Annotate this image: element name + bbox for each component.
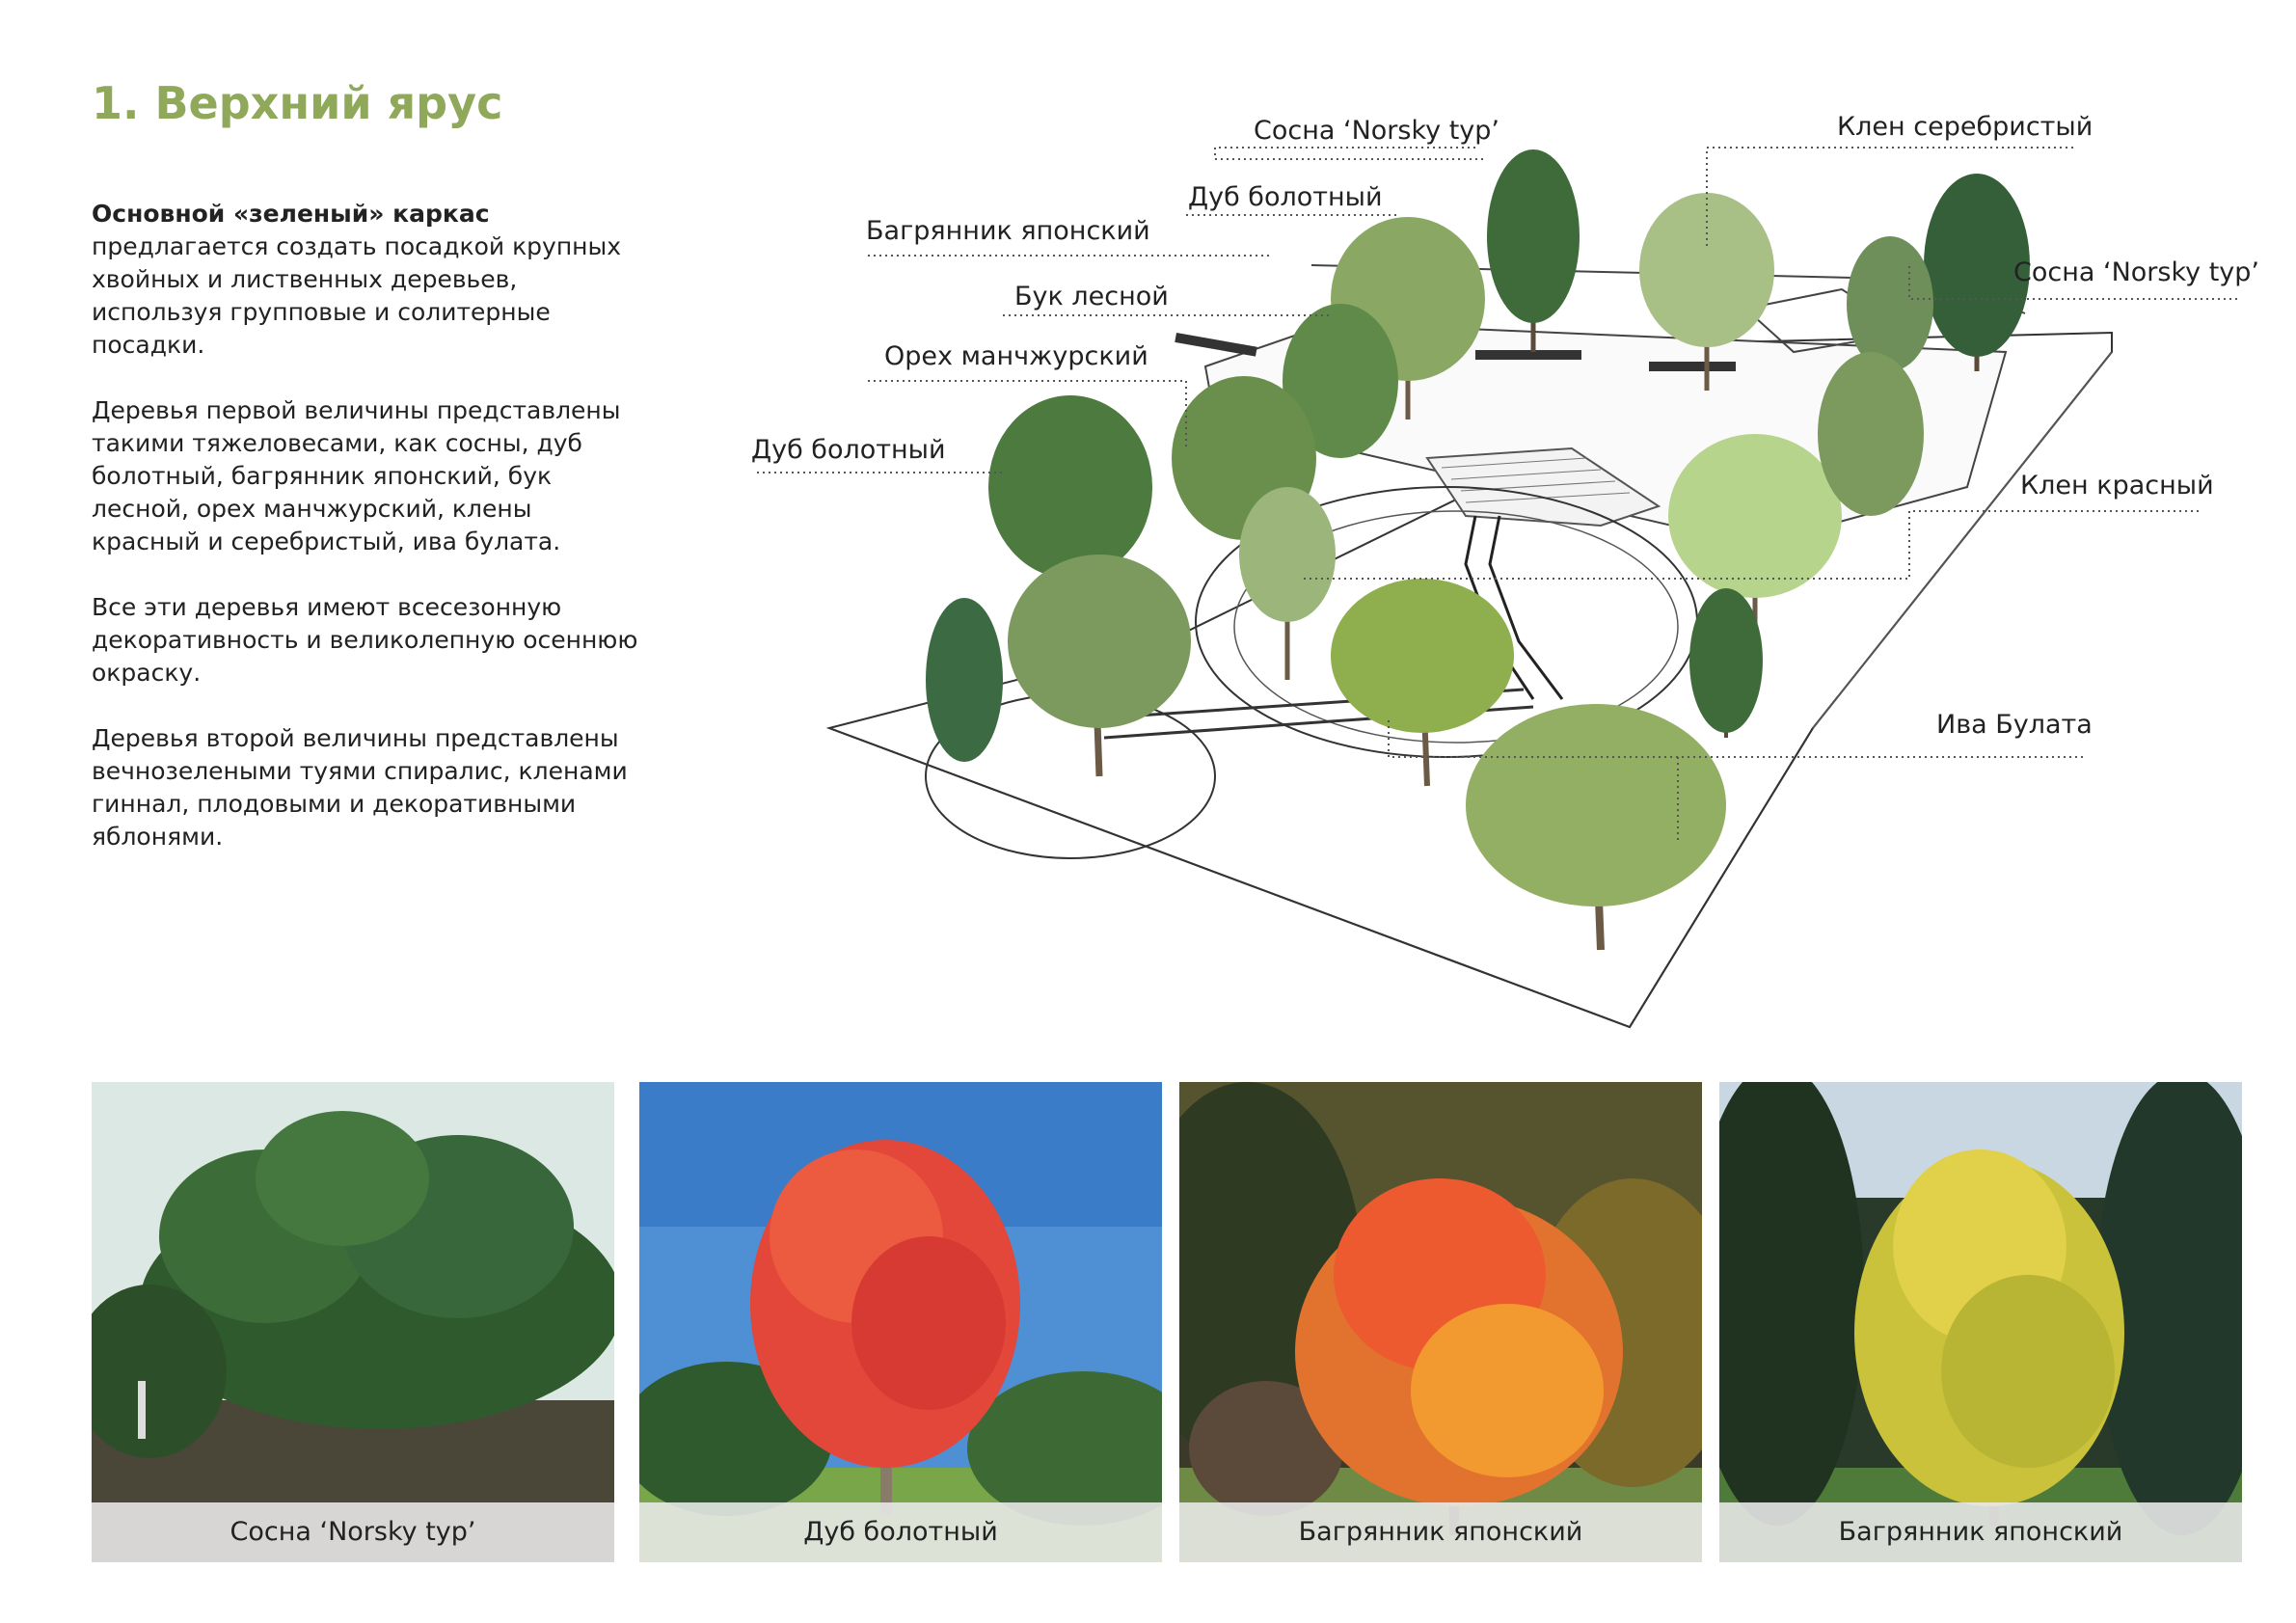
katsura-photo-art-1 xyxy=(1179,1082,1702,1562)
caption-oak: Дуб болотный xyxy=(639,1502,1162,1562)
intro-paragraph-4: Деревья второй величины представлены веч… xyxy=(92,724,628,851)
dark-strip-3 xyxy=(1475,350,1581,360)
intro-text-1: предлагается создать посадкой крупных хв… xyxy=(92,232,622,359)
intro-paragraph-1: Основной «зеленый» каркас предлагается с… xyxy=(92,198,641,362)
label-pine-top: Сосна ‘Norsky typ’ xyxy=(1254,116,1499,146)
leader-maple-silver xyxy=(1706,147,2073,246)
dark-strip-1 xyxy=(1175,333,1257,357)
label-oak-top: Дуб болотный xyxy=(1188,182,1383,212)
terrace-steps xyxy=(1425,446,1661,527)
photo-katsura-2: Багрянник японский xyxy=(1719,1082,2242,1562)
photo-katsura-1: Багрянник японский xyxy=(1179,1082,1702,1562)
ground-edge xyxy=(828,727,1814,1029)
pine-photo-art xyxy=(92,1082,614,1562)
photo-pine: Сосна ‘Norsky typ’ xyxy=(92,1082,614,1562)
caption-katsura-2: Багрянник японский xyxy=(1719,1502,2242,1562)
leader-pine-top xyxy=(1214,147,1485,160)
oak-photo-art xyxy=(639,1082,1162,1562)
label-beech: Бук лесной xyxy=(1014,282,1169,311)
label-oak-left: Дуб болотный xyxy=(751,435,946,465)
caption-pine: Сосна ‘Norsky typ’ xyxy=(92,1502,614,1562)
label-maple-red: Клен красный xyxy=(2020,471,2214,500)
caption-katsura-1: Багрянник японский xyxy=(1179,1502,1702,1562)
leader-willow xyxy=(1388,718,2083,758)
label-maple-silver: Клен серебристый xyxy=(1837,112,2093,142)
tree-shapes xyxy=(926,149,2030,951)
planting-diagram xyxy=(757,147,2237,1029)
leader-walnut xyxy=(868,380,1187,448)
right-edge xyxy=(1812,351,2113,729)
intro-lead: Основной «зеленый» каркас xyxy=(92,200,490,228)
label-pine-right: Сосна ‘Norsky typ’ xyxy=(2013,257,2259,287)
katsura-photo-art-2 xyxy=(1719,1082,2242,1562)
intro-text: Основной «зеленый» каркас предлагается с… xyxy=(92,198,641,886)
label-willow: Ива Булата xyxy=(1936,710,2093,740)
label-walnut: Орех манчжурский xyxy=(884,341,1148,371)
dark-strip-4 xyxy=(1649,362,1736,371)
lawn-large-inner xyxy=(1233,510,1679,744)
leader-maple-red xyxy=(1302,510,2199,580)
page-title: 1. Верхний ярус xyxy=(92,77,503,129)
photo-oak: Дуб болотный xyxy=(639,1082,1162,1562)
intro-paragraph-3: Все эти деревья имеют всесезонную декора… xyxy=(92,593,638,687)
label-katsura-top: Багрянник японский xyxy=(866,216,1150,246)
intro-paragraph-2: Деревья первой величины представлены так… xyxy=(92,396,621,555)
